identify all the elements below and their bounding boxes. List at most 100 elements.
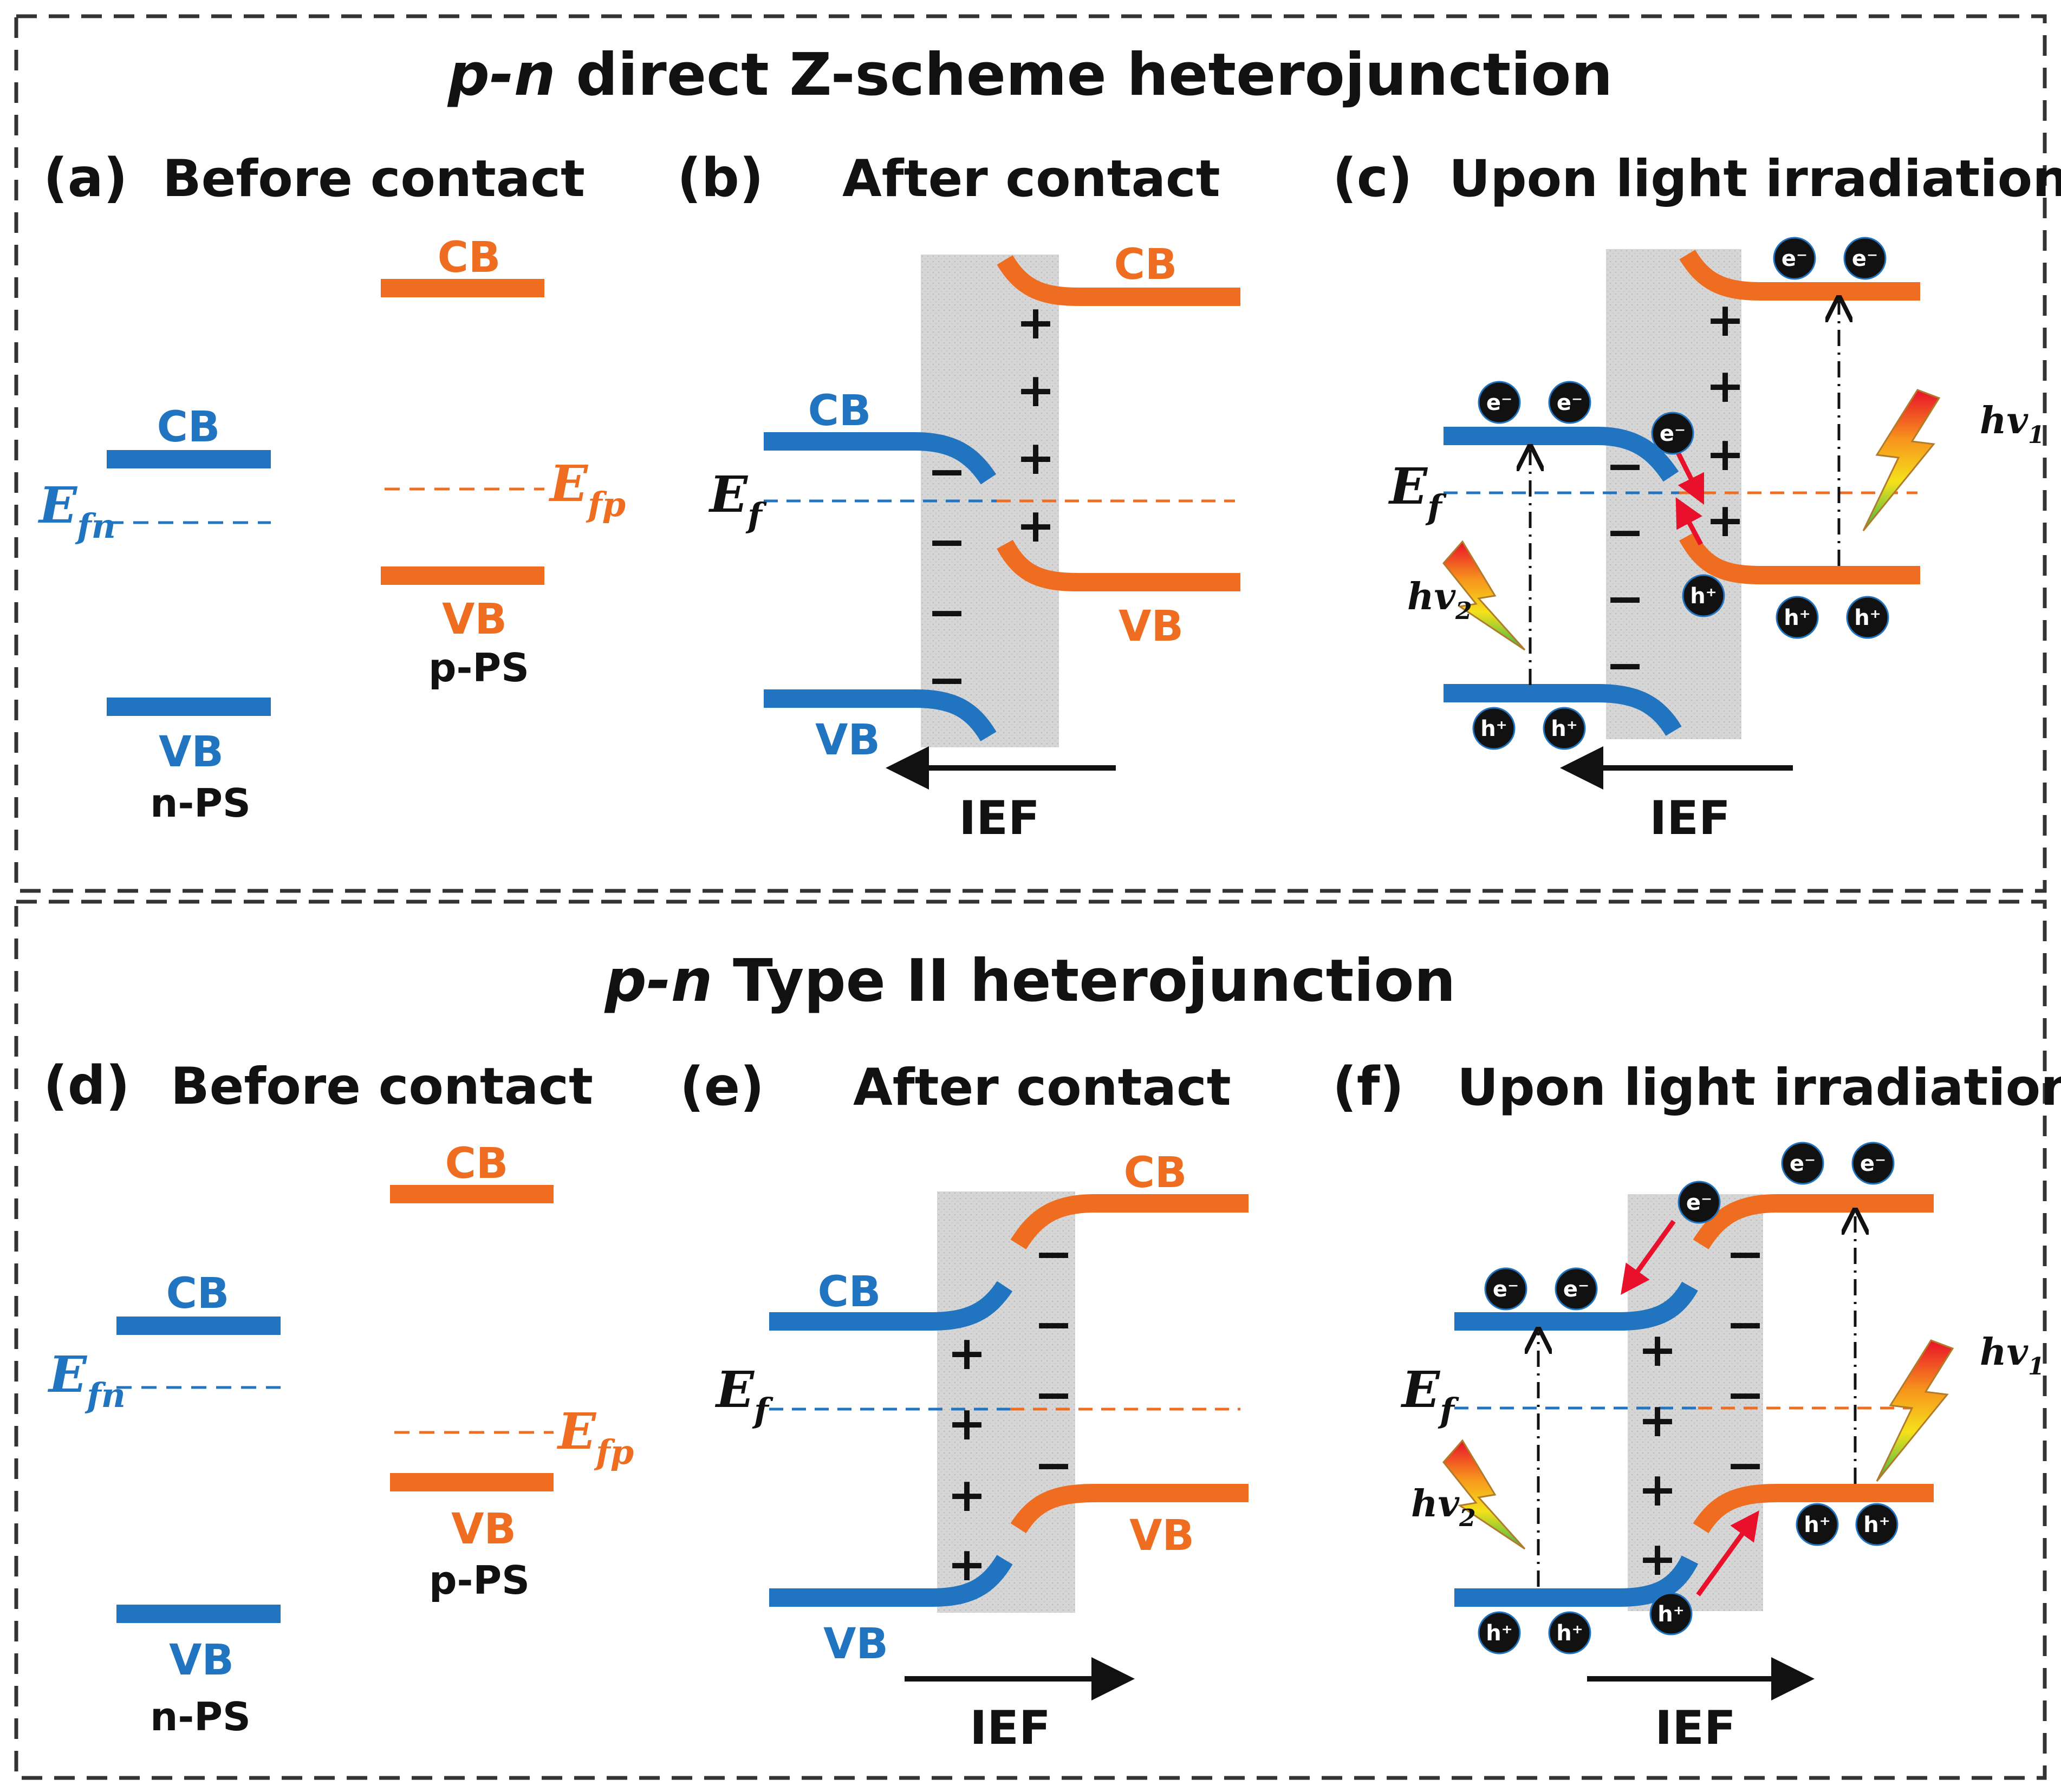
svg-text:e⁻: e⁻	[1790, 1151, 1816, 1176]
plus-sign: +	[1638, 1532, 1677, 1586]
svg-text:e⁻: e⁻	[1852, 246, 1878, 271]
p-cb-label: CB	[438, 233, 501, 282]
svg-text:e⁻: e⁻	[1660, 421, 1686, 446]
p-material-label: p-PS	[429, 1558, 530, 1603]
light-bolt-icon	[1876, 1339, 1954, 1482]
n-vb-label: VB	[169, 1636, 234, 1685]
plus-sign: +	[1638, 1323, 1677, 1377]
panel-f: (f) Upon light irradiation Ef + + + + − …	[1332, 1056, 2061, 1755]
hole-transfer-arrow	[1675, 497, 1703, 546]
ef-label: Ef	[1400, 1360, 1459, 1430]
n-vb-curve	[1444, 684, 1682, 737]
panel-b-title: After contact	[842, 149, 1220, 208]
hv1-label: hv1	[1980, 399, 2045, 449]
p-vb-label: VB	[1129, 1511, 1194, 1560]
panel-f-title: Upon light irradiation	[1457, 1058, 2061, 1117]
electron: e⁻	[1478, 381, 1521, 424]
light-bolt-icon	[1862, 389, 1941, 531]
minus-sign: −	[1034, 1227, 1073, 1281]
electron: e⁻	[1651, 412, 1694, 455]
panel-b: (b) After contact CB VB CB VB Ef + + + +…	[677, 147, 1240, 845]
n-cb-curve	[769, 1281, 1013, 1331]
hole: h⁺	[1548, 1611, 1591, 1654]
n-vb-label: VB	[159, 728, 224, 777]
panel-e: (e) After contact CB VB CB VB Ef + + + +…	[680, 1056, 1249, 1755]
p-cb-curve	[1679, 249, 1920, 301]
p-vb-curve	[1679, 531, 1920, 584]
electron: e⁻	[1678, 1181, 1721, 1224]
electron: e⁻	[1555, 1267, 1598, 1311]
hole: h⁺	[1478, 1611, 1521, 1654]
svg-text:h⁺: h⁺	[1486, 1621, 1513, 1646]
svg-text:h⁺: h⁺	[1784, 605, 1811, 630]
plus-sign: +	[947, 1326, 986, 1380]
top-frame	[14, 14, 2047, 893]
efn-label: Efn	[37, 476, 116, 546]
hv2-label: hv2	[1411, 1482, 1476, 1532]
plus-sign: +	[1016, 363, 1055, 418]
panel-c: (c) Upon light irradiation Ef + + + + − …	[1332, 147, 2061, 845]
svg-text:h⁺: h⁺	[1690, 584, 1717, 609]
p-material-label: p-PS	[428, 645, 529, 690]
plus-sign: +	[1706, 359, 1745, 413]
bottom-title: p-n Type II heterojunction	[603, 947, 1455, 1015]
panel-d-label: (d)	[43, 1055, 130, 1117]
hole: h⁺	[1855, 1503, 1899, 1546]
svg-text:h⁺: h⁺	[1854, 605, 1881, 630]
p-vb-curve	[997, 539, 1240, 591]
panel-b-label: (b)	[677, 147, 764, 209]
n-cb-curve	[1444, 427, 1679, 482]
bottom-frame	[14, 900, 2047, 1780]
plus-sign: +	[1706, 293, 1745, 347]
n-cb-label: CB	[818, 1268, 881, 1317]
panel-e-title: After contact	[853, 1058, 1231, 1117]
p-cb-curve	[1010, 1194, 1249, 1250]
ef-label: Ef	[1388, 457, 1447, 527]
plus-sign: +	[947, 1397, 986, 1451]
svg-text:e⁻: e⁻	[1486, 390, 1512, 415]
electron: e⁻	[1851, 1142, 1895, 1185]
plus-sign: +	[1016, 296, 1055, 350]
panel-a-title: Before contact	[162, 149, 585, 208]
electron: e⁻	[1548, 381, 1591, 424]
plus-sign: +	[947, 1468, 986, 1522]
hole: h⁺	[1776, 596, 1819, 639]
panel-a: (a) Before contact CB VB n-PS Efn CB VB …	[37, 147, 626, 826]
minus-sign: −	[1605, 638, 1644, 693]
svg-text:h⁺: h⁺	[1551, 716, 1578, 741]
efp-label: Efp	[548, 454, 626, 524]
svg-text:e⁻: e⁻	[1686, 1190, 1712, 1215]
plus-sign: +	[1638, 1393, 1677, 1448]
light-bolt-icon	[1442, 540, 1526, 651]
n-vb-label: VB	[815, 716, 880, 765]
plus-sign: +	[1638, 1463, 1677, 1517]
depletion-region	[937, 1191, 1075, 1613]
electron: e⁻	[1484, 1267, 1527, 1311]
hole-transfer-arrow	[1696, 1510, 1759, 1596]
minus-sign: −	[927, 653, 966, 707]
hv1-label: hv1	[1980, 1331, 2045, 1380]
n-vb-curve	[769, 1555, 1013, 1607]
electron: e⁻	[1843, 237, 1887, 280]
plus-sign: +	[947, 1537, 986, 1592]
minus-sign: −	[1034, 1368, 1073, 1422]
n-cb-label: CB	[808, 387, 872, 435]
hole: h⁺	[1796, 1503, 1839, 1546]
plus-sign: +	[1016, 431, 1055, 485]
ief-label: IEF	[1649, 791, 1731, 845]
ief-label: IEF	[959, 791, 1040, 845]
panel-d-title: Before contact	[171, 1057, 593, 1116]
n-material-label: n-PS	[150, 780, 251, 826]
p-vb-label: VB	[1119, 602, 1184, 651]
minus-sign: −	[1726, 1368, 1765, 1422]
minus-sign: −	[1605, 439, 1644, 493]
electron-transfer-arrow	[1621, 1220, 1676, 1295]
svg-text:h⁺: h⁺	[1657, 1602, 1685, 1627]
plus-sign: +	[1016, 499, 1055, 553]
minus-sign: −	[1726, 1438, 1765, 1493]
ef-label: Ef	[714, 1360, 773, 1430]
electron: e⁻	[1773, 237, 1816, 280]
n-cb-curve	[764, 432, 997, 485]
p-vb-label: VB	[442, 595, 507, 644]
